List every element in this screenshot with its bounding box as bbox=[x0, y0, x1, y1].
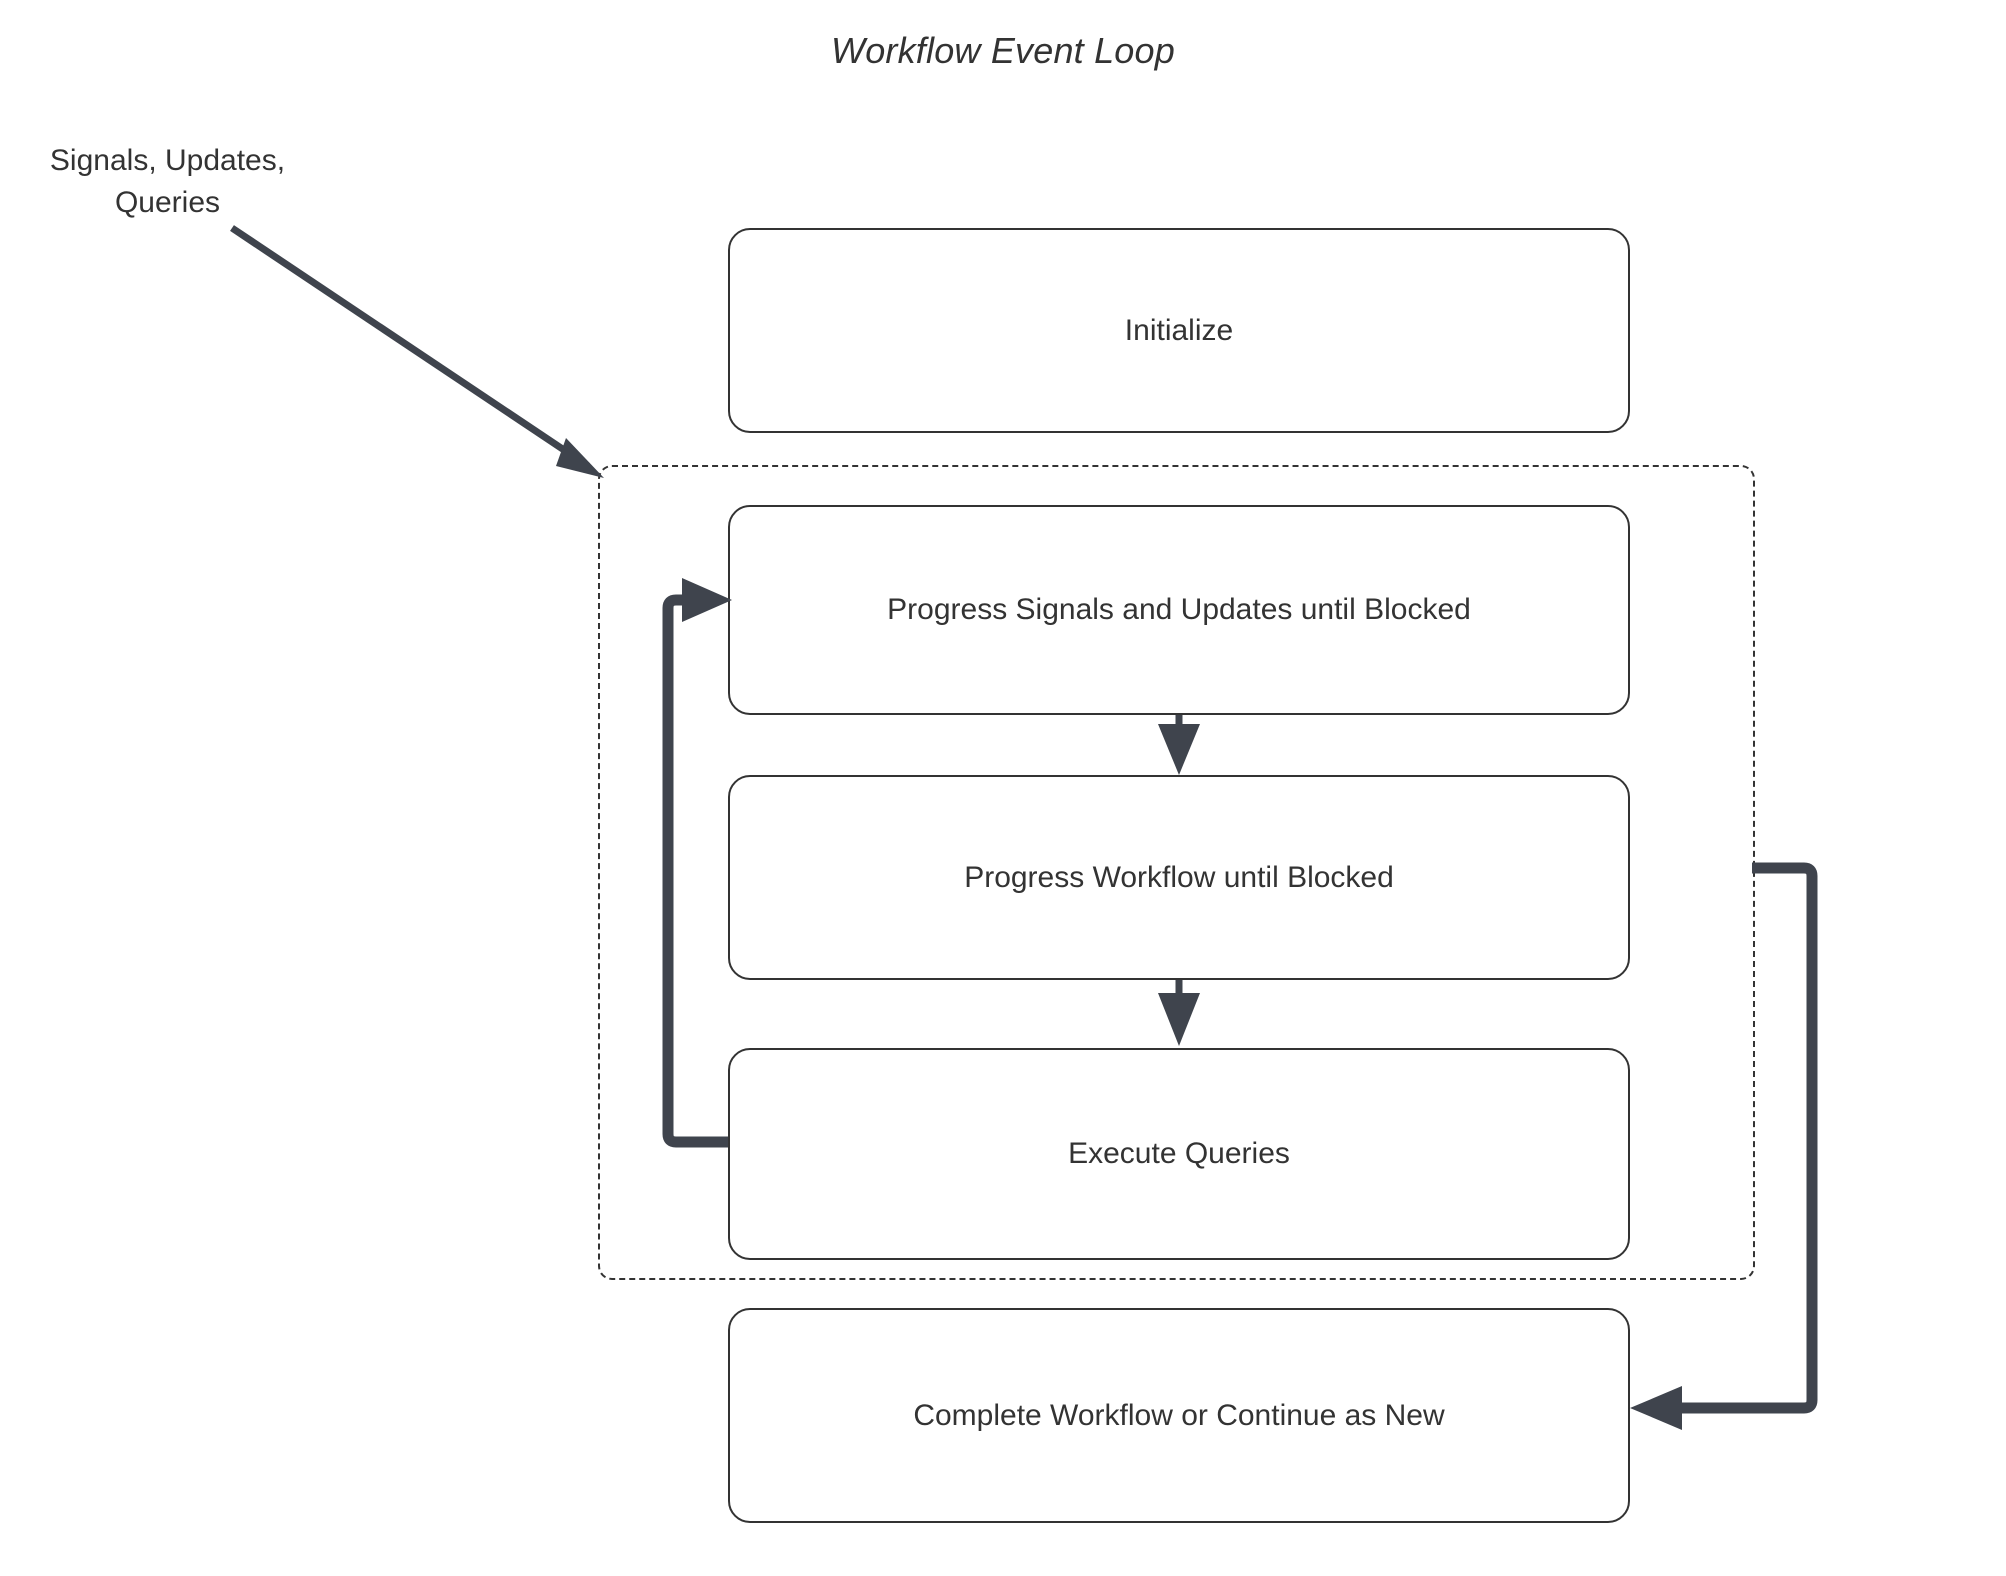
node-progress-workflow-label: Progress Workflow until Blocked bbox=[964, 860, 1394, 894]
page-title: Workflow Event Loop bbox=[831, 30, 1175, 71]
node-execute-queries-label: Execute Queries bbox=[1068, 1137, 1290, 1170]
external-input-label: Signals, Updates, Queries bbox=[49, 144, 286, 219]
node-complete-workflow-label: Complete Workflow or Continue as New bbox=[913, 1398, 1445, 1432]
node-execute-queries[interactable]: Execute Queries bbox=[728, 1048, 1630, 1260]
edge-external-input-to-loop bbox=[230, 225, 604, 478]
node-progress-workflow[interactable]: Progress Workflow until Blocked bbox=[728, 775, 1630, 980]
node-initialize[interactable]: Initialize bbox=[728, 228, 1630, 433]
node-complete-workflow[interactable]: Complete Workflow or Continue as New bbox=[728, 1308, 1630, 1523]
node-initialize-label: Initialize bbox=[1124, 313, 1234, 347]
node-progress-signals-updates-label: Progress Signals and Updates until Block… bbox=[887, 593, 1471, 626]
node-progress-signals-updates[interactable]: Progress Signals and Updates until Block… bbox=[728, 505, 1630, 715]
